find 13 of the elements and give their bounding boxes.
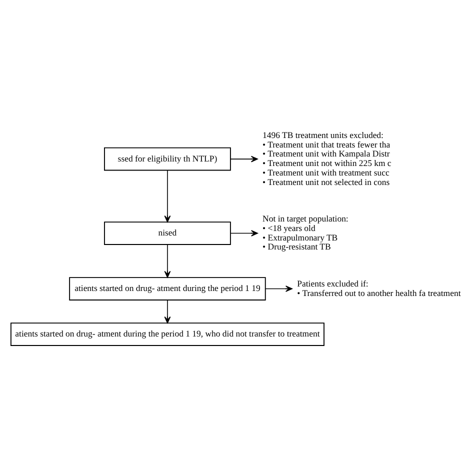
node-text: 1496 TB treatment units excluded: • Treatment unit that treats fewer tha • Treatment unit with Kampala Distr • Treatment unit not within 225 km c • Treatment unit with treatment succ • Treatment unit not selected in cons (262, 130, 392, 187)
node-box: ssed for eligibility th NTLP) (104, 147, 231, 171)
node-box: nised (104, 222, 231, 245)
arrow (164, 244, 171, 278)
node-box: atients started on drug- atment during the period 1 19 (69, 277, 266, 300)
arrow (265, 286, 292, 292)
node-text: Patients excluded if: • Transferred out to another health fa treatment (297, 278, 461, 298)
arrow (164, 170, 171, 222)
arrow (230, 156, 258, 162)
node-box: atients started on drug- atment during the period 1 19, who did not transfer to treatment (10, 322, 324, 346)
node-text: Not in target population: • <18 years old • Extrapulmonary TB • Drug-resistant TB (262, 214, 348, 252)
arrow (164, 300, 171, 324)
arrow (230, 230, 258, 236)
